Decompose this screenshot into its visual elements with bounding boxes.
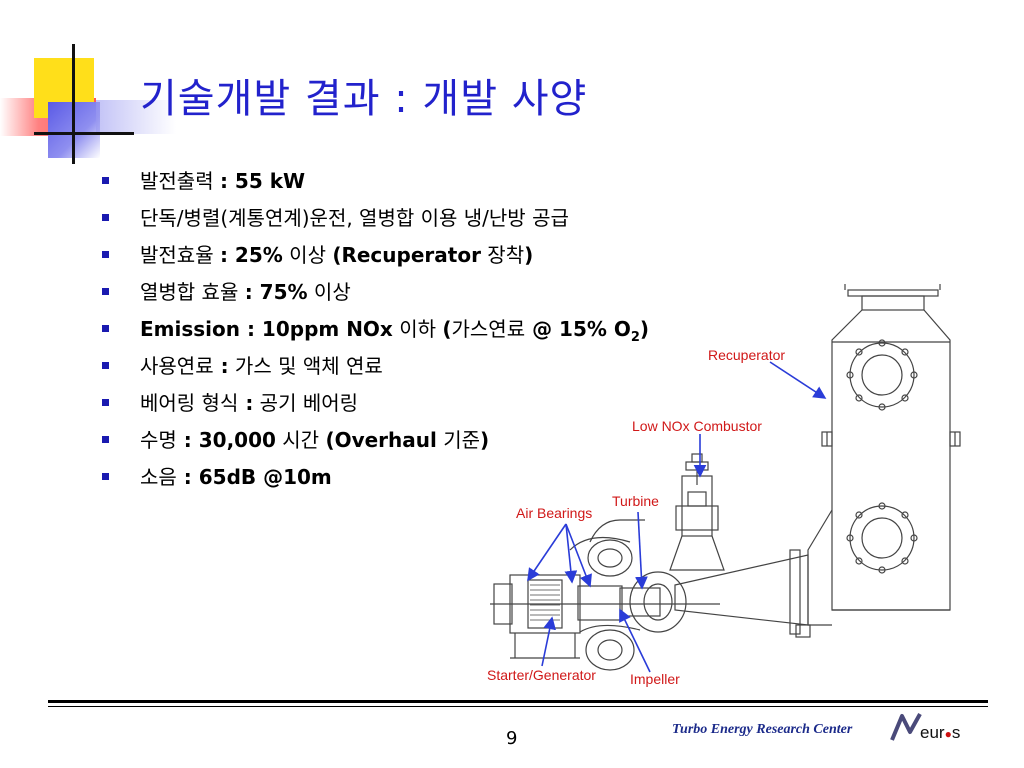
- logo-dot-icon: ●: [944, 727, 952, 741]
- list-item: 수명 : 30,000 시간 (Overhaul 기준): [100, 427, 649, 464]
- corner-decoration-vertical-line: [72, 44, 75, 164]
- logo-text: eur●s: [920, 723, 961, 742]
- slide-title: 기술개발 결과 : 개발 사양: [140, 76, 588, 122]
- bullet-square-icon: [102, 436, 109, 443]
- footer-divider: [48, 700, 988, 703]
- label-low-nox-combustor: Low NOx Combustor: [632, 418, 762, 434]
- label-impeller: Impeller: [630, 671, 680, 687]
- spec-list: 발전출력 : 55 kW 단독/병렬(계통연계)운전, 열병합 이용 냉/난방 …: [100, 168, 649, 501]
- label-recuperator: Recuperator: [708, 347, 786, 363]
- bullet-square-icon: [102, 288, 109, 295]
- bullet-square-icon: [102, 325, 109, 332]
- list-item: 발전출력 : 55 kW: [100, 168, 649, 205]
- list-item: 단독/병렬(계통연계)운전, 열병합 이용 냉/난방 공급: [100, 205, 649, 242]
- microturbine-drawing: [490, 284, 961, 673]
- bullet-square-icon: [102, 362, 109, 369]
- footer-divider-thin: [48, 706, 988, 707]
- list-item: 열병합 효율 : 75% 이상: [100, 279, 649, 316]
- label-starter-generator: Starter/Generator: [487, 667, 596, 683]
- page-number: 9: [506, 728, 518, 749]
- list-item: 소음 : 65dB @10m: [100, 464, 649, 501]
- corner-decoration-horizontal-line: [34, 132, 134, 135]
- bullet-square-icon: [102, 251, 109, 258]
- logo-n-icon: [890, 713, 922, 741]
- bullet-square-icon: [102, 399, 109, 406]
- corner-decoration-fade: [96, 100, 176, 134]
- list-item: 사용연료 : 가스 및 액체 연료: [100, 353, 649, 390]
- list-item: 발전효율 : 25% 이상 (Recuperator 장착): [100, 242, 649, 279]
- label-turbine: Turbine: [612, 493, 659, 509]
- bullet-square-icon: [102, 177, 109, 184]
- list-item: Emission : 10ppm NOx 이하 (가스연료 @ 15% O2): [100, 316, 649, 353]
- list-item: 베어링 형식 : 공기 베어링: [100, 390, 649, 427]
- bullet-square-icon: [102, 214, 109, 221]
- bullet-square-icon: [102, 473, 109, 480]
- organization-name: Turbo Energy Research Center: [672, 722, 853, 737]
- label-air-bearings: Air Bearings: [516, 505, 593, 521]
